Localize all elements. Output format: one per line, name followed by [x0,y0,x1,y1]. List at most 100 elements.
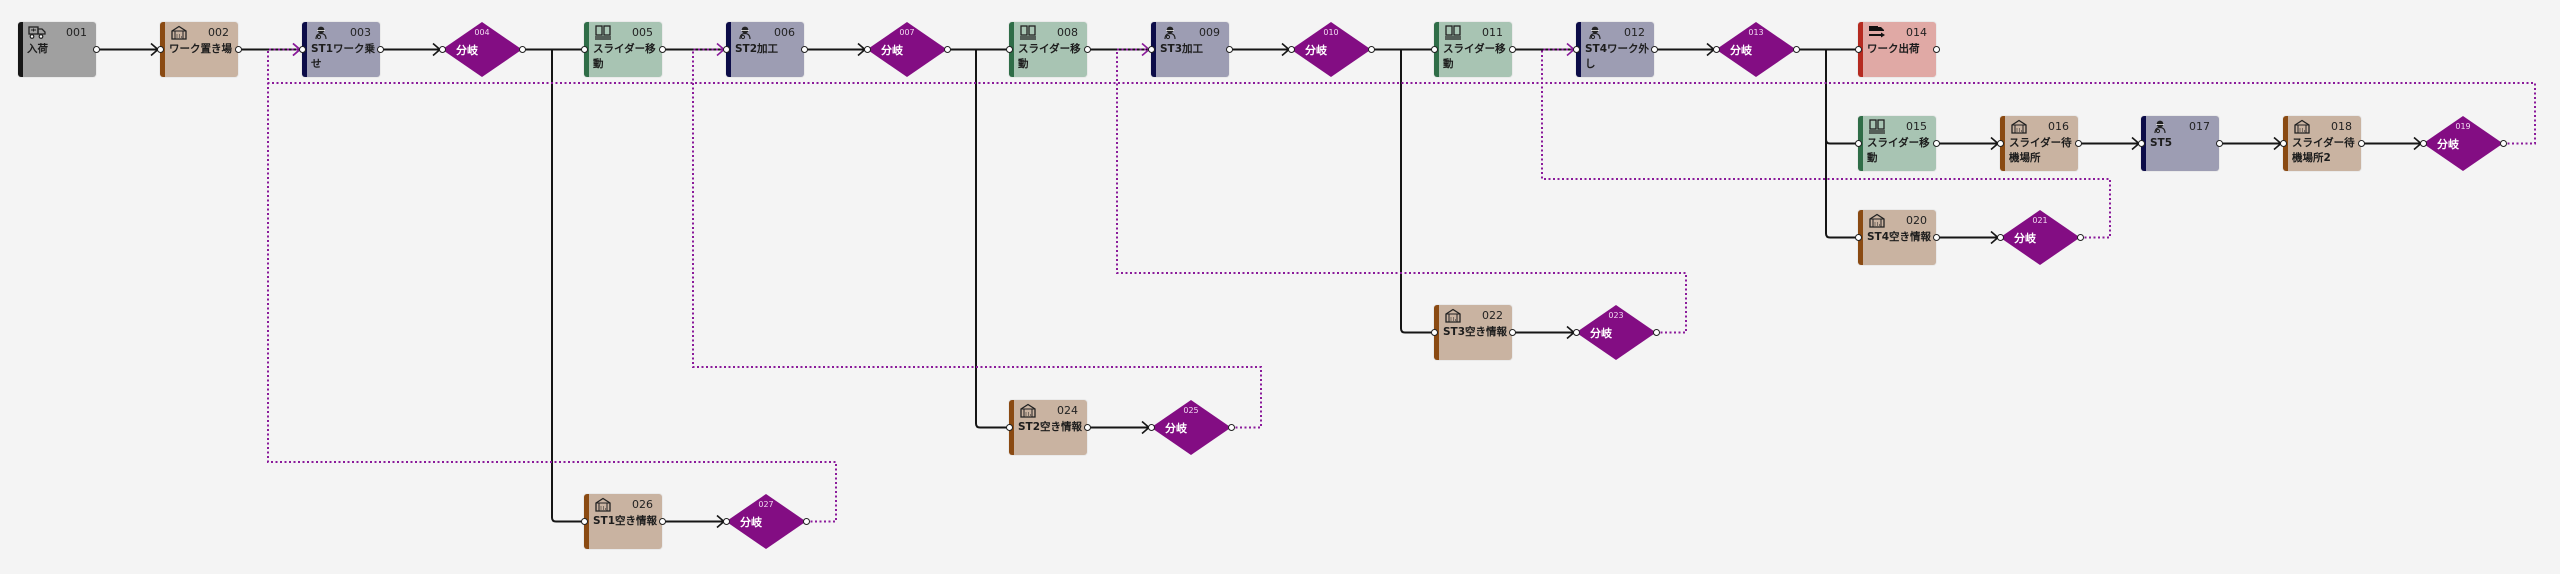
input-port-018[interactable] [2279,140,2287,147]
output-port-021[interactable] [2076,234,2084,241]
output-port-007[interactable] [943,46,951,53]
input-port-010[interactable] [1287,46,1295,53]
node-label: 分岐 [1730,44,1752,57]
input-port-003[interactable] [298,46,306,53]
output-port-022[interactable] [1508,329,1516,336]
input-port-021[interactable] [1996,234,2004,241]
output-port-018[interactable] [2357,140,2365,147]
node-number: 020 [1906,214,1927,227]
input-port-007[interactable] [863,46,871,53]
output-port-020[interactable] [1932,234,1940,241]
diamond-shape [2000,210,2080,265]
output-port-027[interactable] [802,518,810,525]
output-port-012[interactable] [1650,46,1658,53]
input-port-012[interactable] [1572,46,1580,53]
output-port-024[interactable] [1083,424,1091,431]
input-port-005[interactable] [580,46,588,53]
edge-013-020[interactable] [1796,48,1858,239]
input-port-013[interactable] [1712,46,1720,53]
edge-004-026[interactable] [522,48,584,523]
edge-023-009[interactable] [1116,48,1687,334]
node-number: 003 [350,26,371,39]
node-label: スライダー移動 [593,43,656,70]
output-port-014[interactable] [1932,46,1940,53]
input-port-025[interactable] [1147,424,1155,431]
node-number: 004 [474,28,490,37]
input-port-006[interactable] [722,46,730,53]
input-port-019[interactable] [2419,140,2427,147]
edge-025-006[interactable] [692,48,1262,429]
input-port-024[interactable] [1005,424,1013,431]
node-number: 022 [1482,309,1503,322]
node-label: ST3空き情報 [1443,326,1508,338]
input-port-023[interactable] [1572,329,1580,336]
output-port-023[interactable] [1652,329,1660,336]
output-port-016[interactable] [2074,140,2082,147]
output-port-001[interactable] [92,46,100,53]
input-port-014[interactable] [1854,46,1862,53]
input-port-008[interactable] [1005,46,1013,53]
output-port-013[interactable] [1792,46,1800,53]
input-port-022[interactable] [1430,329,1438,336]
output-port-003[interactable] [376,46,384,53]
input-port-009[interactable] [1147,46,1155,53]
input-port-002[interactable] [156,46,164,53]
truck-icon [28,25,46,40]
output-port-004[interactable] [518,46,526,53]
input-port-016[interactable] [1996,140,2004,147]
output-port-025[interactable] [1227,424,1235,431]
edge-010-022[interactable] [1371,48,1434,334]
output-port-008[interactable] [1083,46,1091,53]
edge-007-024[interactable] [947,48,1009,429]
output-port-002[interactable] [234,46,242,53]
output-port-026[interactable] [658,518,666,525]
worker-icon [2151,119,2169,134]
input-port-020[interactable] [1854,234,1862,241]
output-port-009[interactable] [1225,46,1233,53]
input-port-027[interactable] [722,518,730,525]
edge-027-003[interactable] [267,48,837,523]
output-port-010[interactable] [1367,46,1375,53]
input-port-017[interactable] [2137,140,2145,147]
output-port-015[interactable] [1932,140,1940,147]
output-port-017[interactable] [2215,140,2223,147]
input-port-011[interactable] [1430,46,1438,53]
input-port-004[interactable] [438,46,446,53]
node-label: ワーク出荷 [1867,43,1920,55]
output-port-019[interactable] [2499,140,2507,147]
node-number: 019 [2455,122,2471,131]
output-port-005[interactable] [658,46,666,53]
input-port-015[interactable] [1854,140,1862,147]
output-port-011[interactable] [1508,46,1516,53]
input-port-026[interactable] [580,518,588,525]
output-port-006[interactable] [800,46,808,53]
